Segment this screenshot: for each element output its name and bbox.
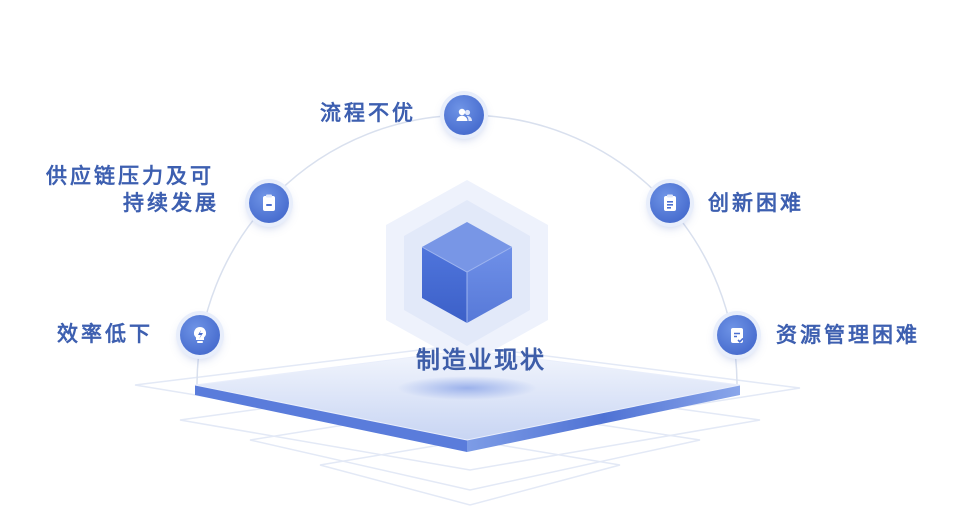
checklist-icon — [717, 315, 757, 355]
node-label-efficiency: 效率低下 — [57, 322, 153, 346]
document-icon — [650, 183, 690, 223]
users-icon — [444, 95, 484, 135]
node-label-process: 流程不优 — [320, 101, 416, 125]
node-label-resource: 资源管理困难 — [776, 323, 920, 347]
cube-icon — [421, 222, 513, 323]
clipboard-icon — [249, 183, 289, 223]
lightbulb-gear-icon — [180, 315, 220, 355]
node-label-supply-line2: 持续发展 — [123, 191, 219, 215]
node-label-innovation: 创新困难 — [708, 191, 804, 215]
center-title: 制造业现状 — [416, 346, 546, 374]
node-label-supply-line1: 供应链压力及可 — [46, 164, 214, 188]
platform — [194, 349, 741, 452]
